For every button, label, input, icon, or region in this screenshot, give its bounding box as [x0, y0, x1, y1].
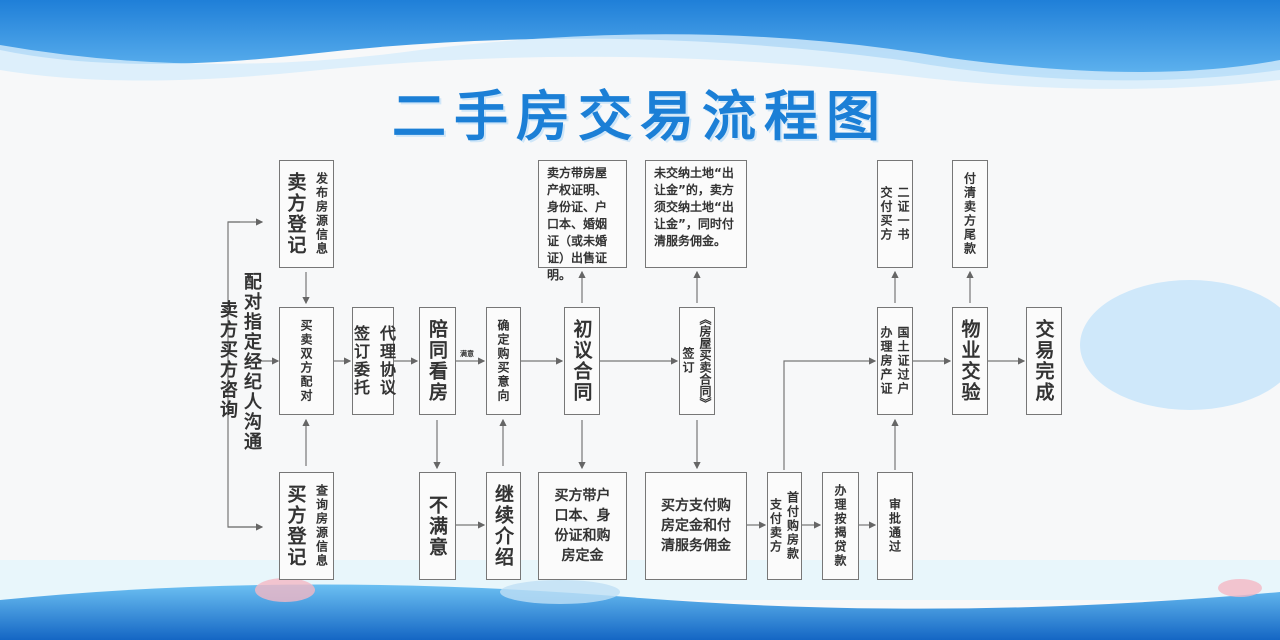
- approved-text: 审批通过: [887, 498, 902, 554]
- viewing-text: 陪同看房: [426, 319, 448, 403]
- consult-label: 卖方买方咨询: [217, 300, 238, 420]
- mortgage-box: 办理按揭贷款: [822, 472, 859, 580]
- seller-docs-box: 卖方带房屋产权证明、身份证、户口本、婚姻证（或未婚证）出售证明。: [538, 160, 627, 282]
- transfer-box: 国土证过户办理房产证: [877, 307, 913, 415]
- seller-reg-main: 卖方登记: [284, 172, 307, 256]
- property-check-box: 物业交验: [952, 307, 988, 415]
- land-fee-box: 未交纳土地“出让金”的，卖方须交纳土地“出让金”，同时付清服务佣金。: [645, 160, 747, 268]
- seller-docs-text: 卖方带房屋产权证明、身份证、户口本、婚姻证（或未婚证）出售证明。: [547, 166, 608, 282]
- buyer-registration-box: 买方登记 查询房源信息: [279, 472, 334, 580]
- draft-contract-box: 初议合同: [564, 307, 600, 415]
- done-box: 交易完成: [1026, 307, 1062, 415]
- land-fee-text: 未交纳土地“出让金”的，卖方须交纳土地“出让金”，同时付清服务佣金。: [654, 166, 734, 248]
- final-payment-text: 付清卖方尾款: [962, 172, 977, 256]
- down-payment-box: 首付购房款支付卖方: [767, 472, 802, 580]
- buyer-docs-text: 买方带户口本、身份证和购房定金: [554, 488, 611, 564]
- agency-agreement-box: 代理协议签订委托: [351, 307, 396, 415]
- page-title: 二手房交易流程图: [392, 85, 888, 148]
- done-text: 交易完成: [1032, 319, 1055, 403]
- viewing-box: 陪同看房: [419, 307, 456, 415]
- confirm-intent-box: 确定购买意向: [486, 307, 521, 415]
- unsatisfied-text: 不满意: [426, 494, 448, 558]
- certs-a: 二证一书: [896, 186, 910, 242]
- approved-box: 审批通过: [877, 472, 913, 580]
- continue-intro-text: 继续介绍: [492, 484, 514, 568]
- buyer-reg-main: 买方登记: [284, 484, 307, 568]
- agency-b: 签订委托: [351, 325, 370, 397]
- sign-contract-b: 签订: [681, 347, 695, 375]
- property-check-text: 物业交验: [958, 319, 981, 403]
- satisfied-label: 满意: [460, 350, 474, 358]
- buyer-pay-text: 买方支付购房定金和付清服务佣金: [661, 498, 731, 554]
- sign-contract-box: 《房屋买卖合同》签订: [679, 307, 715, 415]
- pairing-text: 买卖双方配对: [299, 319, 313, 403]
- seller-reg-sub: 发布房源信息: [314, 172, 329, 256]
- final-payment-box: 付清卖方尾款: [952, 160, 988, 268]
- buyer-pay-box: 买方支付购房定金和付清服务佣金: [645, 472, 747, 580]
- seller-registration-box: 卖方登记 发布房源信息: [279, 160, 334, 268]
- mortgage-text: 办理按揭贷款: [833, 484, 847, 568]
- transfer-b: 办理房产证: [879, 326, 893, 396]
- sign-contract-a: 《房屋买卖合同》: [698, 313, 712, 409]
- down-payment-b: 支付卖方: [768, 498, 783, 554]
- buyer-docs-box: 买方带户口本、身份证和购房定金: [538, 472, 627, 580]
- certificates-box: 二证一书交付买方: [877, 160, 913, 268]
- unsatisfied-box: 不满意: [419, 472, 456, 580]
- buyer-reg-sub: 查询房源信息: [314, 484, 329, 568]
- draft-contract-text: 初议合同: [570, 319, 593, 403]
- down-payment-a: 首付购房款: [785, 491, 800, 561]
- match-agent-label: 配对指定经纪人沟通: [241, 272, 262, 452]
- agency-a: 代理协议: [377, 325, 396, 397]
- transfer-a: 国土证过户: [896, 326, 910, 396]
- confirm-intent-text: 确定购买意向: [496, 319, 510, 403]
- certs-b: 交付买方: [879, 186, 893, 242]
- pairing-box: 买卖双方配对: [279, 307, 334, 415]
- continue-intro-box: 继续介绍: [486, 472, 521, 580]
